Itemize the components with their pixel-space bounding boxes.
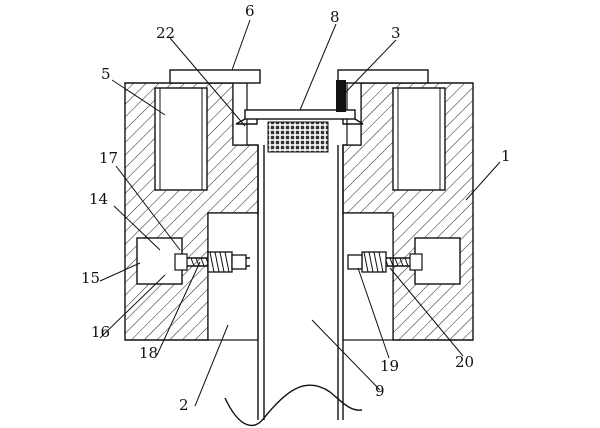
right-screw-rod xyxy=(347,251,410,273)
label-16: 16 xyxy=(91,323,110,341)
label-19: 19 xyxy=(380,357,399,375)
left-motor-inner xyxy=(174,253,188,271)
label-14: 14 xyxy=(89,190,108,208)
top-plate-left xyxy=(169,69,261,84)
label-18: 18 xyxy=(139,344,158,362)
break-line xyxy=(224,384,363,426)
filter-mesh xyxy=(267,121,329,153)
top-plate-right xyxy=(337,69,429,84)
label-3: 3 xyxy=(391,24,401,42)
label-22: 22 xyxy=(156,24,175,42)
black-strip xyxy=(336,80,346,112)
label-6: 6 xyxy=(245,2,255,20)
label-20: 20 xyxy=(455,353,474,371)
leader-lines xyxy=(99,19,501,407)
left-lower-cavity xyxy=(207,212,259,341)
left-upper-chamber xyxy=(154,87,208,191)
label-17: 17 xyxy=(99,149,118,167)
label-2: 2 xyxy=(179,396,189,414)
label-15: 15 xyxy=(81,269,100,287)
cover-plate-flanges xyxy=(235,118,364,125)
right-upper-chamber xyxy=(392,87,446,191)
label-5: 5 xyxy=(101,65,111,83)
left-screw-rod xyxy=(187,251,250,273)
right-motor-inner xyxy=(409,253,423,271)
label-8: 8 xyxy=(330,8,340,26)
label-9: 9 xyxy=(375,382,385,400)
label-1: 1 xyxy=(501,147,511,165)
right-lower-cavity xyxy=(342,212,394,341)
